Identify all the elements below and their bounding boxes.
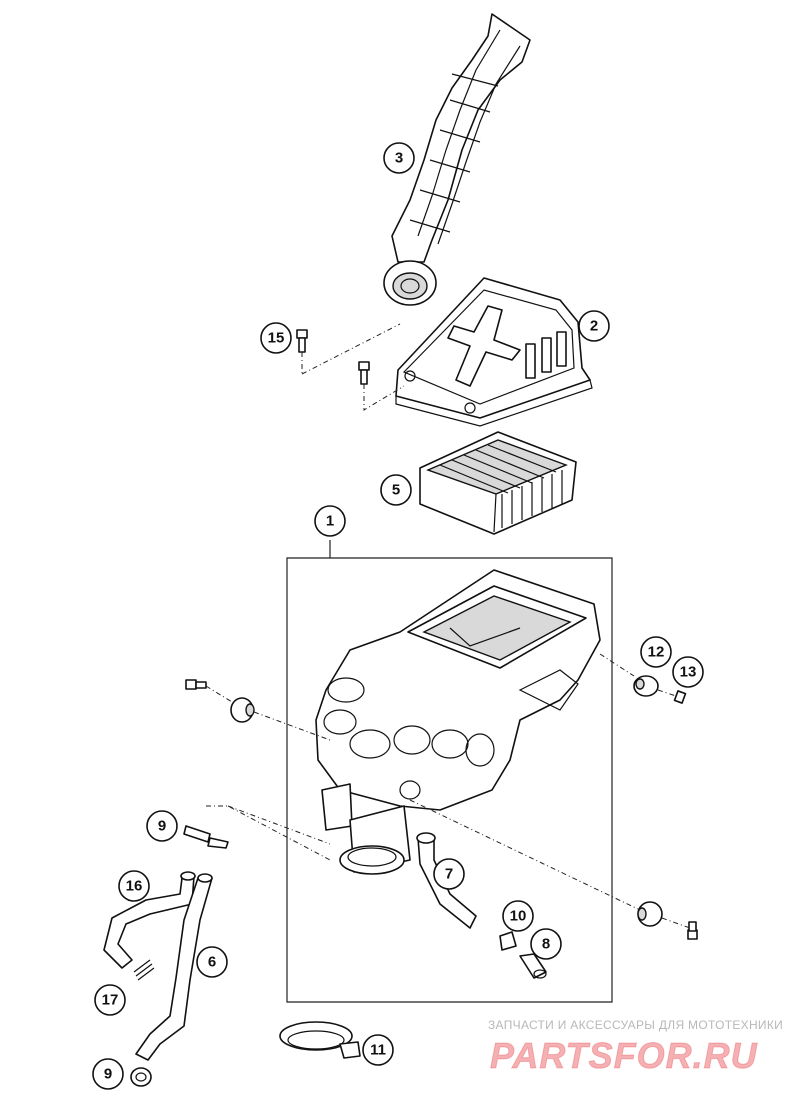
callout-label: 16 — [126, 878, 143, 895]
watermark-caption: ЗАПЧАСТИ И АКСЕССУАРЫ ДЛЯ МОТОТЕХНИКИ — [488, 1018, 784, 1032]
callout-label: 9 — [158, 818, 166, 835]
callout-7: 7 — [433, 858, 465, 890]
part-15-screws — [296, 329, 370, 385]
part-5-air-filter — [419, 431, 577, 535]
callout-11: 11 — [362, 1034, 394, 1066]
part-10-clip — [499, 931, 517, 951]
part-9-breather-fitting — [183, 825, 229, 849]
leader-lines — [205, 323, 691, 929]
part-1-group-frame — [286, 540, 613, 1003]
callout-label: 15 — [268, 330, 285, 347]
callout-8: 8 — [530, 928, 562, 960]
callout-label: 6 — [208, 954, 216, 971]
callout-label: 13 — [680, 664, 697, 681]
callout-label: 12 — [648, 644, 665, 661]
callout-9-lower: 9 — [92, 1058, 124, 1090]
callout-13: 13 — [672, 656, 704, 688]
part-12-rubber-damper — [633, 675, 659, 697]
part-6-hose — [135, 873, 213, 1061]
callout-10: 10 — [502, 900, 534, 932]
callout-label: 10 — [510, 908, 527, 925]
callout-label: 9 — [104, 1066, 112, 1083]
part-9-clamp — [130, 1067, 152, 1087]
callout-label: 1 — [326, 513, 334, 530]
lower-right-damper-and-screw — [637, 901, 698, 940]
callout-16: 16 — [118, 870, 150, 902]
callout-5: 5 — [380, 474, 412, 506]
part-11-hose-clamp — [279, 1021, 361, 1059]
part-3-intake-snorkel — [383, 13, 531, 306]
callout-label: 5 — [392, 482, 400, 499]
callout-1: 1 — [314, 505, 346, 537]
part-2-airbox-lid — [395, 277, 593, 427]
callout-17: 17 — [94, 984, 126, 1016]
callout-label: 7 — [445, 866, 453, 883]
callout-12: 12 — [640, 636, 672, 668]
callout-9-upper: 9 — [146, 810, 178, 842]
callout-3: 3 — [383, 142, 415, 174]
callout-label: 2 — [590, 318, 598, 335]
part-8-fitting — [519, 953, 547, 979]
part-13-screw — [673, 690, 687, 704]
watermark-logo: PARTSFOR.RU — [490, 1035, 758, 1077]
part-7-hose — [416, 832, 477, 929]
callout-label: 3 — [395, 150, 403, 167]
part-1-airbox — [315, 569, 601, 875]
callout-label: 17 — [102, 992, 119, 1009]
callout-15: 15 — [260, 322, 292, 354]
left-damper-and-screw — [185, 679, 255, 723]
callout-label: 11 — [370, 1042, 386, 1059]
svg-text:PARTSFOR.RU: PARTSFOR.RU — [490, 1035, 758, 1076]
callout-label: 8 — [542, 936, 550, 953]
callout-2: 2 — [578, 310, 610, 342]
part-17-spring-clamp — [133, 959, 155, 981]
callout-6: 6 — [196, 946, 228, 978]
